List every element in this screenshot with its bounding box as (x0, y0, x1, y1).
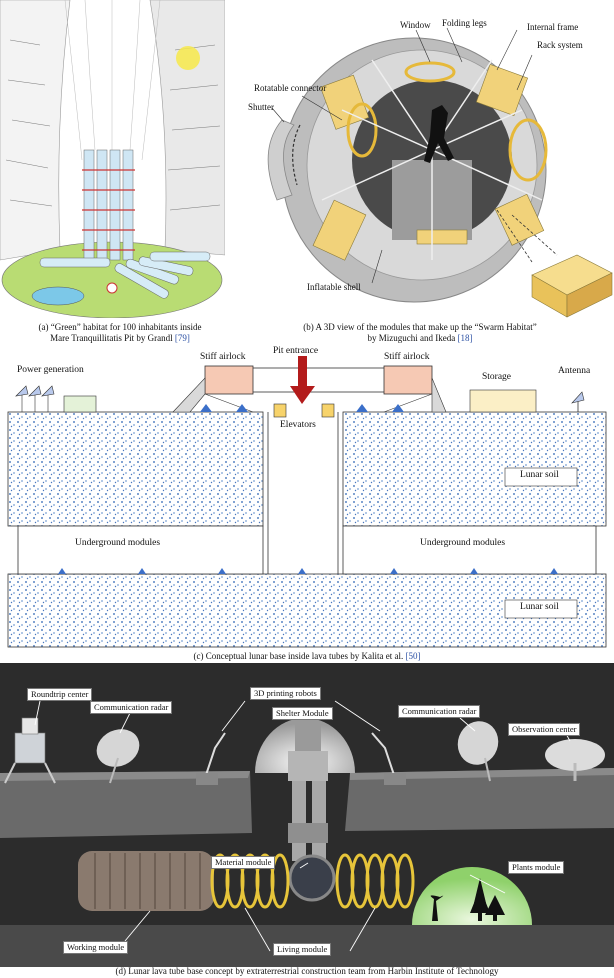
label-roundtrip-center: Roundtrip center (27, 688, 93, 701)
green-habitat-drawing (0, 0, 226, 319)
panel-c-diagram: Power generation Stiff airlock Pit entra… (0, 346, 614, 653)
label-living-module: Living module (273, 943, 332, 956)
panel-a-caption-line1: (a) “Green” habitat for 100 inhabitants … (38, 322, 202, 332)
label-lunar-soil-lower: Lunar soil (520, 602, 559, 612)
label-rotatable-connector: Rotatable connector (254, 83, 327, 93)
panel-c-caption: (c) Conceptual lunar base inside lava tu… (0, 651, 614, 662)
label-rack-system: Rack system (537, 40, 583, 50)
panel-b-caption: (b) A 3D view of the modules that make u… (250, 322, 590, 344)
panel-a-caption: (a) “Green” habitat for 100 inhabitants … (20, 322, 220, 344)
label-folding-legs: Folding legs (442, 18, 487, 28)
label-stiff-airlock-left: Stiff airlock (200, 352, 246, 362)
label-material-module: Material module (211, 856, 276, 869)
panel-d-illustration: Roundtrip center Communication radar 3D … (0, 663, 614, 967)
panel-c-caption-text: (c) Conceptual lunar base inside lava tu… (193, 651, 406, 661)
label-observation-center: Observation center (508, 723, 581, 736)
panel-c-caption-ref: [50] (405, 651, 421, 661)
label-storage: Storage (482, 372, 512, 382)
swarm-habitat-sphere (267, 27, 613, 318)
label-shelter-module: Shelter Module (272, 707, 333, 720)
label-communication-radar-right: Communication radar (398, 705, 481, 718)
panel-a-caption-ref: [79] (174, 333, 190, 343)
label-underground-modules-left: Underground modules (75, 538, 161, 548)
label-lunar-soil-upper: Lunar soil (520, 470, 559, 480)
label-power-generation: Power generation (17, 365, 84, 375)
panel-b-caption-ref: [18] (457, 333, 473, 343)
panel-b-caption-line1: (b) A 3D view of the modules that make u… (303, 322, 537, 332)
label-antenna: Antenna (558, 366, 591, 376)
panel-b-illustration: Window Folding legs Internal frame Rack … (232, 0, 614, 318)
label-internal-frame: Internal frame (527, 22, 579, 32)
label-pit-entrance: Pit entrance (273, 346, 319, 356)
label-working-module: Working module (63, 941, 129, 954)
panel-a-caption-line2: Mare Tranquillitatis Pit by Grandl (50, 333, 175, 343)
panel-b-caption-line2: by Mizuguchi and Ikeda (367, 333, 458, 343)
panel-d-caption-text: (d) Lunar lava tube base concept by extr… (115, 966, 499, 976)
panel-a-illustration (0, 0, 226, 319)
label-communication-radar-left: Communication radar (90, 701, 173, 714)
label-window: Window (400, 20, 431, 30)
lava-tube-section (7, 356, 607, 648)
label-plants-module: Plants module (508, 861, 565, 874)
label-3d-printing-robots: 3D printing robots (250, 687, 321, 700)
label-shutter: Shutter (248, 102, 274, 112)
label-underground-modules-right: Underground modules (420, 538, 506, 548)
label-elevators: Elevators (280, 420, 316, 430)
label-stiff-airlock-right: Stiff airlock (384, 352, 430, 362)
label-inflatable-shell: Inflatable shell (307, 282, 361, 292)
panel-d-caption: (d) Lunar lava tube base concept by extr… (0, 966, 614, 977)
